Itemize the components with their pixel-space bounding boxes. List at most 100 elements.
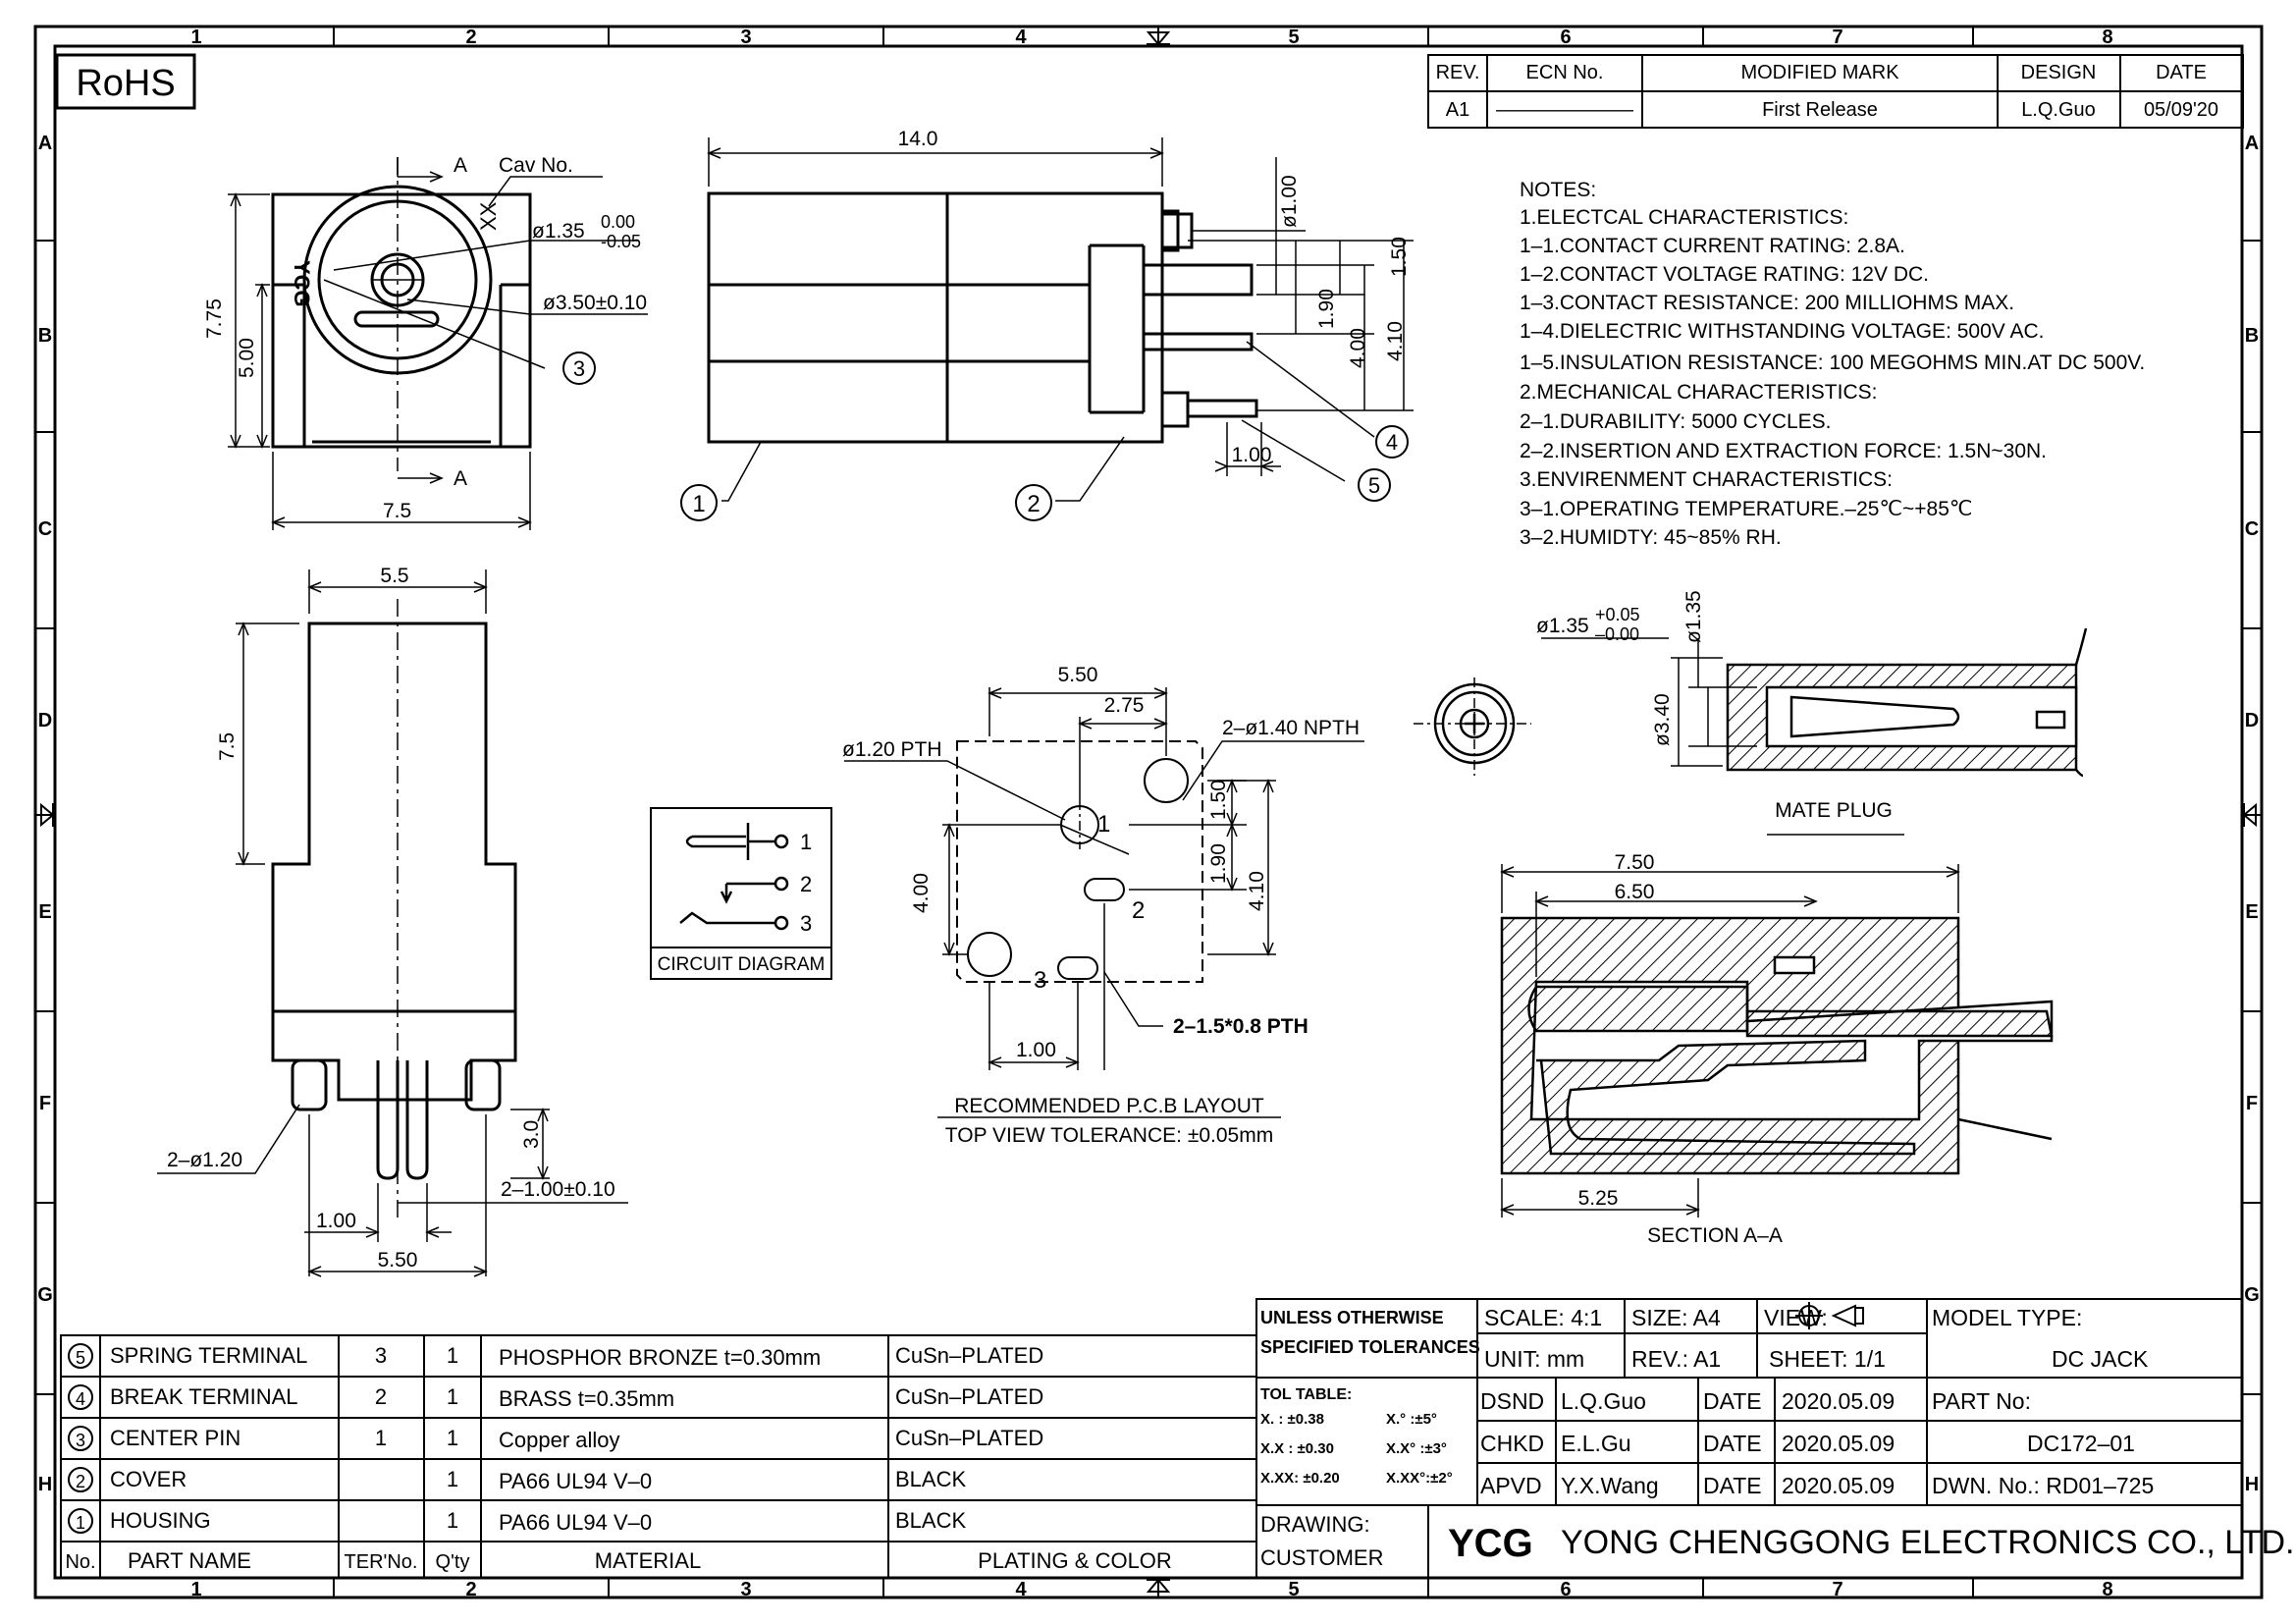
row-label-h: H: [38, 1474, 52, 1495]
tb-model-type: DC JACK: [2052, 1346, 2149, 1372]
plug-tol-up: +0.05: [1595, 605, 1640, 624]
tb-dsnd: DSND: [1480, 1388, 1544, 1414]
front-pin-tol-down: -0.05: [601, 232, 641, 251]
tb-chkd: CHKD: [1480, 1431, 1544, 1456]
notes-block: NOTES: 1.ELECTCAL CHARACTERISTICS: 1–1.C…: [1520, 179, 2145, 549]
bom-material: PHOSPHOR BRONZE t=0.30mm: [499, 1345, 821, 1370]
tb-tol-2: X.X : ±0.30: [1260, 1440, 1334, 1457]
plug-tol-down: –0.00: [1595, 624, 1639, 644]
section-aa: 7.50 6.50 5.25 SECTION A–A: [1500, 851, 2054, 1247]
bottom-pin-width: 2–1.00±0.10: [501, 1178, 615, 1201]
tb-rev: REV.: A1: [1631, 1346, 1721, 1372]
tb-part-no: DC172–01: [2027, 1431, 2135, 1456]
tb-tol-5: X.XX°:±2°: [1386, 1470, 1453, 1487]
pcb-dim-190: 1.90: [1207, 843, 1230, 884]
side-callout-5: 5: [1368, 473, 1380, 498]
front-pin-tol-up: 0.00: [601, 212, 635, 232]
col-label-5: 5: [1288, 27, 1299, 48]
front-height-total: 7.75: [203, 298, 226, 339]
row-label-c: C: [38, 518, 52, 540]
side-length: 14.0: [898, 128, 938, 150]
bom-ter: 2: [375, 1384, 387, 1409]
bom-material: PA66 UL94 V–0: [499, 1510, 652, 1535]
front-callout-3: 3: [573, 356, 585, 381]
note-line: 1–4.DIELECTRIC WITHSTANDING VOLTAGE: 500…: [1520, 320, 2044, 343]
callout-circle: [1015, 484, 1052, 521]
note-line: 3–1.OPERATING TEMPERATURE.–25℃~+85℃: [1520, 498, 1973, 520]
bom-ter: 1: [375, 1426, 387, 1450]
rev-value-mark: First Release: [1762, 99, 1878, 121]
col-label-2-bottom: 2: [465, 1579, 476, 1600]
bom-part-name: BREAK TERMINAL: [110, 1384, 298, 1409]
side-dim-190: 1.90: [1315, 289, 1338, 329]
bom-header-ter: TER'No.: [345, 1551, 418, 1573]
circuit-pin-3: 3: [800, 911, 812, 936]
note-line: 1.ELECTCAL CHARACTERISTICS:: [1520, 206, 1848, 229]
tb-tol-title: TOL TABLE:: [1260, 1386, 1352, 1403]
pcb-pin-1: 1: [1097, 811, 1110, 838]
circuit-title: CIRCUIT DIAGRAM: [658, 954, 826, 975]
note-line: 2–2.INSERTION AND EXTRACTION FORCE: 1.5N…: [1520, 440, 2047, 462]
tb-customer: CUSTOMER: [1260, 1545, 1384, 1570]
col-label-7: 7: [1832, 27, 1842, 48]
note-line: 2–1.DURABILITY: 5000 CYCLES.: [1520, 410, 1832, 433]
bom-qty: 1: [447, 1384, 458, 1409]
rohs-mark: RoHS: [55, 53, 196, 110]
row-label-b-right: B: [2245, 325, 2259, 347]
tb-apvd-name: Y.X.Wang: [1561, 1473, 1659, 1498]
note-line: 1–1.CONTACT CURRENT RATING: 2.8A.: [1520, 235, 1905, 257]
front-logo: YCG: [290, 260, 314, 307]
tb-scale: SCALE: 4:1: [1484, 1305, 1602, 1330]
note-line: 1–3.CONTACT RESISTANCE: 200 MILLIOHMS MA…: [1520, 292, 2014, 314]
col-label-8: 8: [2102, 27, 2112, 48]
bom-finish: BLACK: [895, 1508, 966, 1533]
bom-finish: CuSn–PLATED: [895, 1426, 1043, 1450]
bom-qty: 1: [447, 1467, 458, 1491]
col-label-7-bottom: 7: [1832, 1579, 1842, 1600]
front-section-mark-top: A: [454, 154, 467, 177]
front-width: 7.5: [383, 500, 411, 522]
bom-finish: CuSn–PLATED: [895, 1343, 1043, 1368]
rev-value-ecn: ———————: [1496, 99, 1633, 121]
section-width-650: 6.50: [1615, 881, 1655, 903]
col-label-5-bottom: 5: [1288, 1579, 1299, 1600]
tb-dwn-no: DWN. No.: RD01–725: [1932, 1473, 2154, 1498]
row-label-c-right: C: [2245, 518, 2259, 540]
front-xx-mark: XX: [476, 201, 501, 231]
bom-part-name: HOUSING: [110, 1508, 211, 1533]
tb-company-logo: YCG: [1448, 1522, 1533, 1565]
bom-material: BRASS t=0.35mm: [499, 1386, 674, 1411]
side-dim-150: 1.50: [1388, 237, 1411, 277]
tb-date-label: DATE: [1703, 1388, 1762, 1414]
pcb-dim-410: 4.10: [1246, 871, 1268, 911]
circuit-diagram: 1 2 3 CIRCUIT DIAGRAM: [650, 807, 832, 980]
bom-qty: 1: [447, 1426, 458, 1450]
callout-circle: [562, 352, 596, 385]
mate-plug: ø1.35 +0.05 –0.00 ø1.35 ø3.40 MATE PLUG: [1414, 590, 2088, 836]
rohs-text: RoHS: [76, 63, 175, 104]
tb-drawing: DRAWING:: [1260, 1512, 1370, 1537]
pcb-dim-400: 4.00: [910, 873, 933, 913]
bom-table: 5 SPRING TERMINAL 3 1 PHOSPHOR BRONZE t=…: [60, 1334, 1257, 1579]
bottom-span: 5.50: [378, 1249, 418, 1272]
section-title: SECTION A–A: [1647, 1224, 1783, 1247]
tb-part-no-label: PART No:: [1932, 1388, 2031, 1414]
bottom-pin-length: 3.0: [520, 1120, 543, 1149]
row-label-b: B: [38, 325, 52, 347]
bom-ter: 3: [375, 1343, 387, 1368]
callout-circle: [1375, 425, 1409, 459]
pcb-layout: 5.50 2.75 ø1.20 PTH 2–ø1.40 NPTH 1.50 1.…: [842, 664, 1364, 1147]
bom-finish: CuSn–PLATED: [895, 1384, 1043, 1409]
bom-part-name: SPRING TERMINAL: [110, 1343, 307, 1368]
pcb-tolerance: TOP VIEW TOLERANCE: ±0.05mm: [945, 1124, 1273, 1147]
tb-size: SIZE: A4: [1631, 1305, 1721, 1330]
tb-tol-0: X. : ±0.38: [1260, 1411, 1324, 1428]
front-view: Cav No. A A XX YCG ø1.35 0.00 -0.05 ø3.5…: [203, 154, 648, 530]
rev-value-rev: A1: [1446, 99, 1469, 121]
bom-no: 3: [76, 1431, 85, 1450]
tb-unless-1: UNLESS OTHERWISE: [1260, 1308, 1444, 1327]
tb-tol-4: X.XX: ±0.20: [1260, 1470, 1340, 1487]
front-hole-diameter: ø3.50±0.10: [543, 292, 647, 314]
row-label-h-right: H: [2245, 1474, 2259, 1495]
side-view: 14.0 ø1.00 1.50 1.90 4.00 4.10 1.00 1 2 …: [680, 128, 1414, 521]
